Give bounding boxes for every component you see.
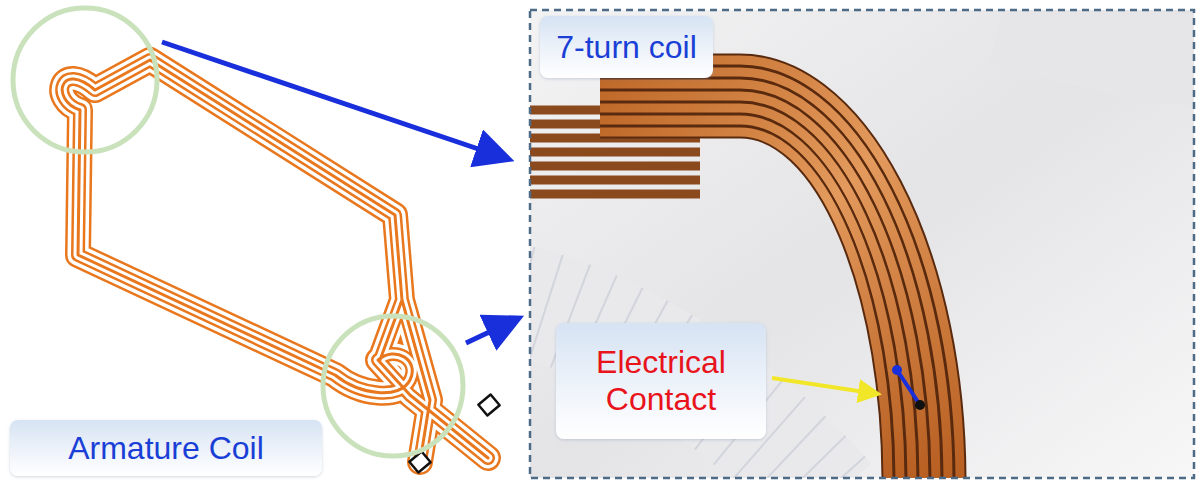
zoom-arrow — [162, 42, 505, 158]
photo-frame — [530, 10, 1194, 478]
coil-photo — [530, 10, 1194, 478]
label-text: 7-turn coil — [556, 29, 697, 66]
zoom-circle — [323, 316, 463, 456]
label-box: Armature Coil — [10, 420, 322, 476]
zoom-circle — [13, 8, 157, 152]
label-text: Electrical Contact — [568, 344, 754, 418]
label-box: 7-turn coil — [540, 16, 713, 78]
contact-mark — [897, 370, 920, 405]
leader-arrow — [772, 378, 878, 394]
contact-dot — [892, 365, 902, 375]
label-box: Electrical Contact — [556, 323, 766, 439]
zoom-arrow — [466, 320, 515, 343]
label-text: Armature Coil — [68, 430, 264, 467]
armature-coil-drawing — [62, 60, 499, 473]
contact-dot — [915, 400, 925, 410]
